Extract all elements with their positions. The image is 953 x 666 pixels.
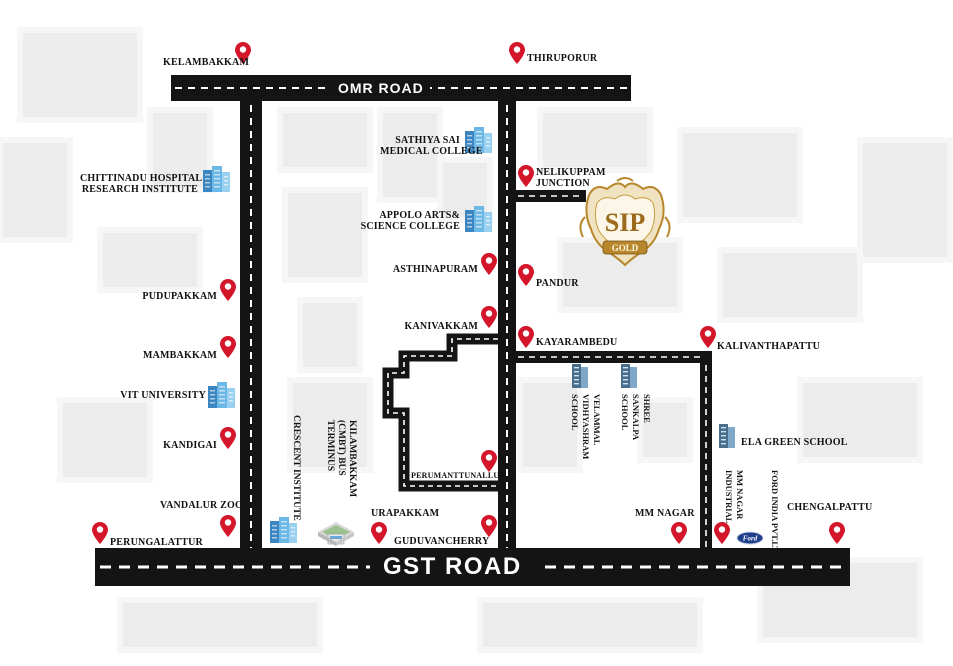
label-nelikuppam: NELIKUPPAM JUNCTION (536, 167, 606, 189)
label-nelikuppam-line1: NELIKUPPAM (536, 167, 606, 178)
label-pudupakkam: PUDUPAKKAM (142, 291, 217, 302)
map-pin-icon (92, 522, 108, 544)
map-pin-icon (671, 522, 687, 544)
map-pin-icon (481, 515, 497, 537)
svg-text:Ford: Ford (743, 535, 758, 543)
label-chettinad: CHITTINADU HOSPITAL RESEARCH INSTITUTE (80, 173, 203, 195)
label-ford-india: FORD INDIA PVT.LTD (770, 470, 780, 559)
label-kayarambedu: KAYARAMBEDU (536, 337, 618, 348)
label-perungalattur: PERUNGALATTUR (110, 537, 203, 548)
label-vit-university: VIT UNIVERSITY (120, 390, 206, 401)
label-crescent-institute: CRESCENT INSTITUTE (291, 415, 301, 521)
map-pin-icon (829, 522, 845, 544)
map-pin-icon (700, 326, 716, 348)
label-sathiya-sai-line2: MEDICAL COLLEGE (380, 146, 483, 157)
label-kanivakkam: KANIVAKKAM (404, 321, 478, 332)
label-nelikuppam-line2: JUNCTION (536, 178, 590, 189)
label-kandigai: KANDIGAI (163, 440, 217, 451)
road-perumanttunallur (382, 333, 498, 492)
building-icon (572, 364, 588, 388)
map-pin-icon (509, 42, 525, 64)
label-appolo-line2: SCIENCE COLLEGE (360, 221, 460, 232)
map-pin-icon (371, 522, 387, 544)
road-center-vertical (498, 100, 516, 550)
map-pin-icon (220, 427, 236, 449)
label-mm-nagar-industrial: MM NAGAR INDUSTRIAL (724, 470, 745, 524)
road-nelikuppam-spur (516, 190, 586, 202)
omr-road-label: OMR ROAD (332, 79, 430, 97)
label-vandalur-zoo: VANDALUR ZOO (159, 500, 243, 511)
building-icon (208, 382, 235, 408)
gst-road-label: GST ROAD (375, 551, 530, 583)
label-perumanttunallur: PERUMANTTUNALLUR (411, 471, 506, 480)
svg-text:SIP: SIP (605, 208, 646, 237)
label-kalivanthapattu: KALIVANTHAPATTU (717, 341, 821, 352)
label-ela-green-school: ELA GREEN SCHOOL (741, 437, 848, 448)
road-kalivanthapattu-loop (516, 351, 712, 551)
label-guduvancherry: GUDUVANCHERRY (394, 536, 490, 547)
sip-gold-logo: SIP GOLD (579, 177, 671, 267)
building-icon (270, 517, 297, 543)
ford-logo-icon: Ford (736, 531, 764, 545)
building-icon (621, 364, 637, 388)
svg-text:GOLD: GOLD (612, 243, 639, 253)
label-appolo-line1: APPOLO ARTS& (379, 210, 460, 221)
map-pin-icon (518, 264, 534, 286)
label-asthinapuram: ASTHINAPURAM (392, 264, 478, 275)
label-chettinad-line1: CHITTINADU HOSPITAL (80, 173, 203, 184)
bus-terminus-icon (318, 522, 354, 546)
label-velammal: VELAMMAL VIDHYASHRAM SCHOOL (570, 394, 602, 460)
label-sathiya-sai-line1: SATHIYA SAI (395, 135, 460, 146)
label-thiruporur: THIRUPORUR (527, 53, 598, 64)
label-sathiya-sai: SATHIYA SAI MEDICAL COLLEGE (380, 135, 483, 157)
label-urapakkam: URAPAKKAM (371, 508, 440, 519)
map-pin-icon (220, 515, 236, 537)
label-mambakkam: MAMBAKKAM (142, 350, 217, 361)
map-pin-icon (518, 165, 534, 187)
map-pin-icon (481, 306, 497, 328)
label-chettinad-line2: RESEARCH INSTITUTE (81, 184, 198, 195)
map-pin-icon (220, 336, 236, 358)
map-pin-icon (220, 279, 236, 301)
label-appolo: APPOLO ARTS& SCIENCE COLLEGE (360, 210, 460, 232)
label-kilambakkam: KILAMBAKKAM (CMBT) BUS TERMINUS (325, 420, 357, 498)
label-mm-nagar: MM NAGAR (635, 508, 695, 519)
building-icon (719, 424, 735, 448)
label-chengalpattu: CHENGALPATTU (787, 502, 873, 513)
map-pin-icon (481, 450, 497, 472)
map-pin-icon (481, 253, 497, 275)
label-shree-sankalpa: SHREE SANKALPA SCHOOL (620, 394, 652, 440)
road-left-vertical (240, 100, 262, 550)
map-pin-icon (518, 326, 534, 348)
label-pandur: PANDUR (536, 278, 579, 289)
label-kelambakkam: KELAMBAKKAM (163, 57, 250, 68)
